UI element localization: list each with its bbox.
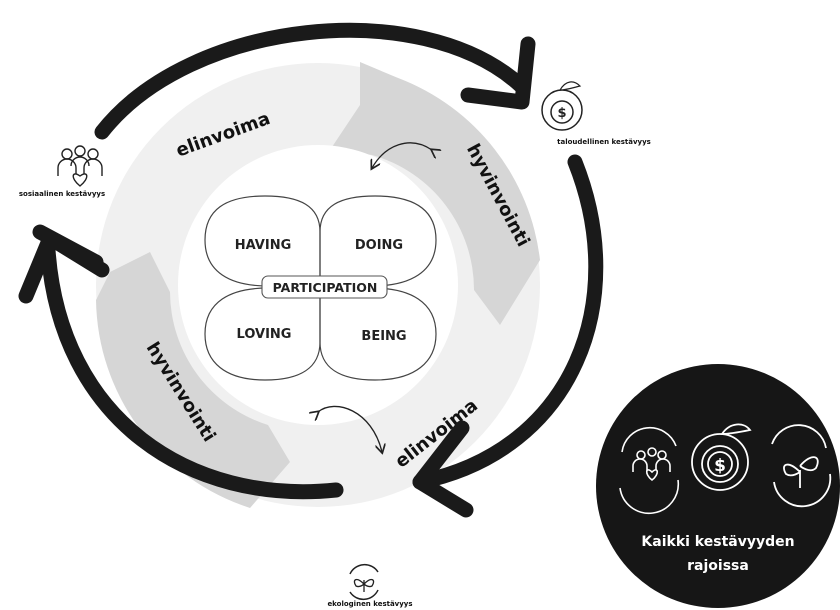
participation-box xyxy=(261,275,388,299)
petal-label-having: HAVING xyxy=(235,238,292,253)
participation-label: PARTICIPATION xyxy=(273,280,378,295)
badge-text-line2: rajoissa xyxy=(687,558,749,574)
arrowhead-bottom xyxy=(412,420,474,518)
curved-arrow-top xyxy=(372,142,432,168)
petal-label-doing: DOING xyxy=(355,238,403,253)
node-label-economic: taloudellinen kestävyys xyxy=(557,138,651,146)
badge-text-line1: Kaikki kestävyyden xyxy=(641,534,794,550)
coin-fruit-icon: $ xyxy=(541,81,583,131)
arrowhead-left xyxy=(18,230,110,304)
petal-loving xyxy=(204,287,321,381)
petal-label-being: BEING xyxy=(361,329,406,344)
badge-recycle-leaf-icon xyxy=(771,424,832,508)
badge-people-icon xyxy=(619,426,680,515)
petal-having xyxy=(204,195,321,287)
svg-text:$: $ xyxy=(557,106,566,121)
people-heart-icon xyxy=(57,145,103,187)
band-segment-right xyxy=(330,62,540,325)
node-label-ecological: ekologinen kestävyys xyxy=(327,600,412,608)
curved-arrow-bottom xyxy=(318,405,382,452)
node-label-social: sosiaalinen kestävyys xyxy=(19,190,105,198)
outer-arrow-left xyxy=(40,242,344,500)
petal-being xyxy=(319,287,437,381)
badge-coin-icon xyxy=(691,423,752,491)
recycle-leaf-icon xyxy=(345,563,383,601)
arrowhead-top-right xyxy=(460,36,536,110)
badge-dollar-glyph: $ xyxy=(714,456,726,476)
badge-circle xyxy=(596,364,840,608)
petal-group xyxy=(204,195,437,381)
outer-arrow-right xyxy=(412,154,604,490)
petal-doing xyxy=(319,195,437,287)
outer-arrow-top xyxy=(94,22,528,140)
petal-label-loving: LOVING xyxy=(237,327,292,342)
band-segment-left xyxy=(96,252,290,508)
